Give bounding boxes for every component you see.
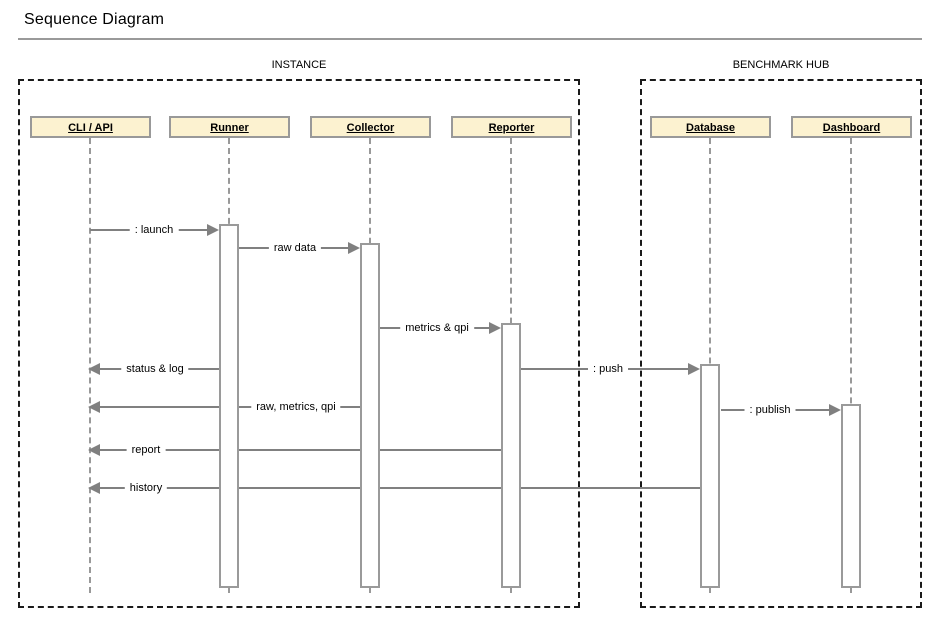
- arrowhead-right-icon: [348, 242, 360, 254]
- message-line-history: [100, 487, 700, 489]
- activation-bar-collector: [360, 243, 380, 588]
- arrowhead-right-icon: [207, 224, 219, 236]
- message-label-metrics-qpi: metrics & qpi: [400, 321, 474, 335]
- lifeline-head-runner: Runner: [169, 116, 290, 138]
- lifeline-dashboard: [850, 138, 852, 593]
- lifeline-head-reporter: Reporter: [451, 116, 572, 138]
- frame-benchmark-hub: [640, 79, 922, 608]
- message-label-push: : push: [588, 362, 628, 376]
- lifeline-head-collector: Collector: [310, 116, 431, 138]
- lifeline-head-label: Reporter: [488, 122, 535, 134]
- lifeline-head-database: Database: [650, 116, 771, 138]
- arrowhead-right-icon: [688, 363, 700, 375]
- lifeline-head-label: CLI / API: [68, 122, 113, 134]
- message-label-status-log: status & log: [121, 362, 189, 376]
- arrowhead-left-icon: [88, 401, 100, 413]
- activation-bar-dashboard: [841, 404, 861, 588]
- activation-bar-runner: [219, 224, 239, 588]
- message-line-report: [100, 449, 501, 451]
- arrowhead-left-icon: [88, 363, 100, 375]
- arrowhead-left-icon: [88, 444, 100, 456]
- message-label-raw-metrics-qpi: raw, metrics, qpi: [251, 400, 341, 414]
- arrowhead-right-icon: [489, 322, 501, 334]
- arrowhead-left-icon: [88, 482, 100, 494]
- lifeline-head-cli-api: CLI / API: [30, 116, 151, 138]
- message-label-launch: : launch: [129, 223, 179, 237]
- activation-bar-database: [700, 364, 720, 588]
- page-title: Sequence Diagram: [24, 11, 165, 28]
- message-label-history: history: [124, 481, 168, 495]
- frame-instance: [18, 79, 580, 608]
- lifeline-head-label: Runner: [210, 122, 249, 134]
- message-label-raw-data: raw data: [268, 241, 322, 255]
- title-divider: [18, 38, 922, 40]
- lifeline-head-label: Dashboard: [822, 122, 881, 134]
- lifeline-head-label: Database: [686, 122, 735, 134]
- frame-label-instance: INSTANCE: [271, 59, 327, 71]
- lifeline-head-dashboard: Dashboard: [791, 116, 912, 138]
- arrowhead-right-icon: [829, 404, 841, 416]
- activation-bar-reporter: [501, 323, 521, 588]
- message-label-report: report: [126, 443, 166, 457]
- frame-label-benchmark-hub: BENCHMARK HUB: [732, 59, 830, 71]
- message-label-publish: : publish: [744, 403, 796, 417]
- lifeline-head-label: Collector: [346, 122, 395, 134]
